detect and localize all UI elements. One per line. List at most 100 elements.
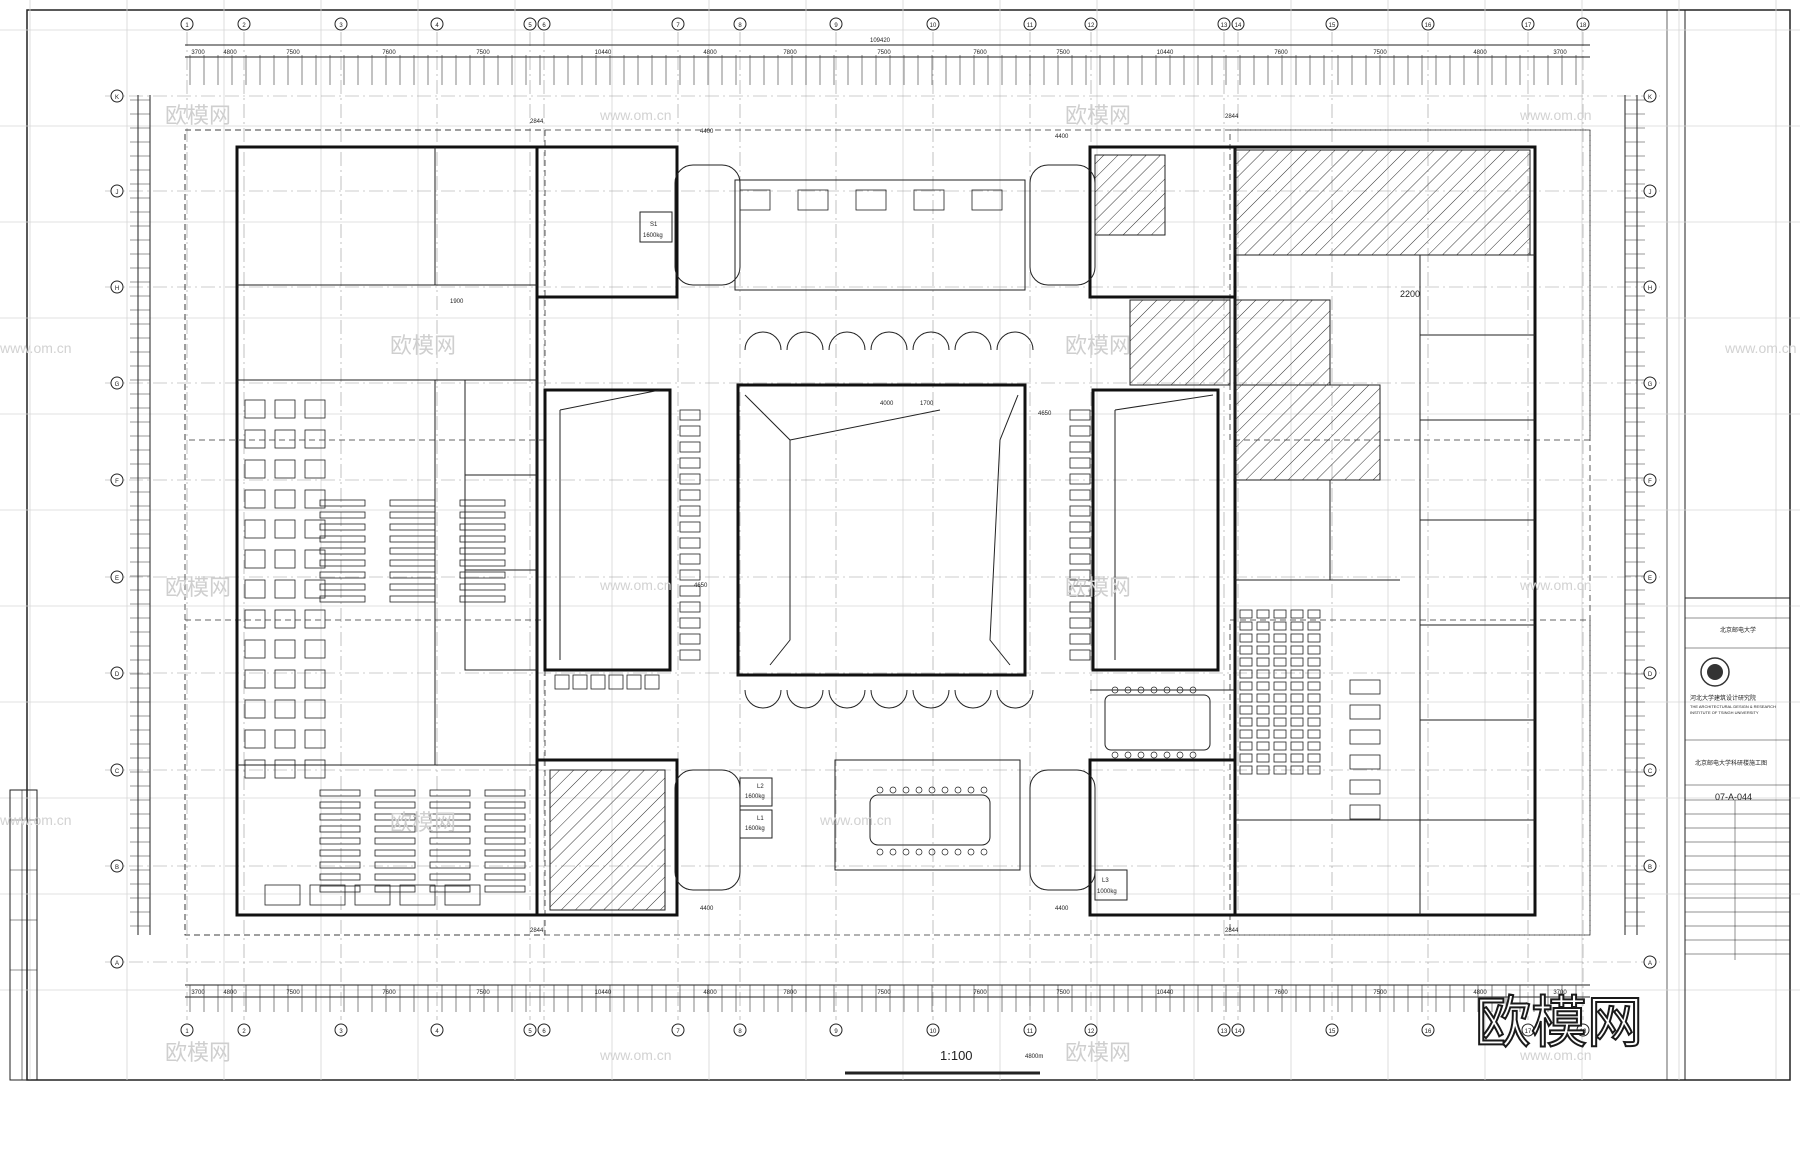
dim-label: 7800 xyxy=(783,990,797,996)
axis-bubble-17: 17 xyxy=(1521,17,1535,31)
dim-2844-d: 2844 xyxy=(1225,928,1239,934)
watermark-url-6: www.om.cn xyxy=(1519,577,1592,593)
dim-label: 10440 xyxy=(1157,990,1174,996)
axis-bubble-C: C xyxy=(1643,763,1657,777)
dim-label: 7500 xyxy=(1373,50,1387,56)
axis-bubble-5: 5 xyxy=(523,17,537,31)
dim-label: 7500 xyxy=(286,990,300,996)
svg-text:F: F xyxy=(1648,479,1652,485)
designer-en: THE ARCHITECTURAL DESIGN & RESEARCH xyxy=(1690,704,1776,709)
axis-bubble-F: F xyxy=(1643,473,1657,487)
dim-label: 7800 xyxy=(783,50,797,56)
axis-bubble-E: E xyxy=(1643,570,1657,584)
svg-text:E: E xyxy=(1648,576,1652,582)
svg-text:K: K xyxy=(115,95,119,101)
axis-bubble-8: 8 xyxy=(733,1023,747,1037)
watermark-brand-2: 欧模网 xyxy=(1065,104,1131,129)
dim-4400-c: 4400 xyxy=(700,906,714,912)
dim-label: 7500 xyxy=(877,990,891,996)
designer-cn: 河北大学建筑设计研究院 xyxy=(1690,694,1756,702)
dim-2844-c: 2844 xyxy=(530,928,544,934)
axis-bubble-A: A xyxy=(110,955,124,969)
axis-bubble-1: 1 xyxy=(180,17,194,31)
svg-text:18: 18 xyxy=(1580,23,1587,29)
axis-bubble-4: 4 xyxy=(430,17,444,31)
watermark-url-4: www.om.cn xyxy=(1724,340,1797,356)
watermark-brand-9: 欧模网 xyxy=(1065,1041,1131,1066)
watermark-url-1: www.om.cn xyxy=(599,107,672,123)
dim-label: 7600 xyxy=(382,50,396,56)
axis-bubble-5: 5 xyxy=(523,1023,537,1037)
dim-label: 7600 xyxy=(973,50,987,56)
axis-bubble-3: 3 xyxy=(334,1023,348,1037)
svg-text:J: J xyxy=(1649,190,1652,196)
axis-bubble-J: J xyxy=(110,184,124,198)
axis-bubble-B: B xyxy=(1643,859,1657,873)
svg-text:1: 1 xyxy=(185,23,189,29)
dim-label: 10440 xyxy=(595,990,612,996)
seal-icon xyxy=(1700,657,1730,687)
axis-bubble-12: 12 xyxy=(1084,1023,1098,1037)
svg-text:11: 11 xyxy=(1027,1029,1034,1035)
dim-1700: 1700 xyxy=(920,401,934,407)
sheet-border xyxy=(26,9,1791,1081)
dim-label: 3700 xyxy=(191,990,205,996)
axis-bubble-10: 10 xyxy=(926,17,940,31)
svg-text:9: 9 xyxy=(834,23,838,29)
svg-text:C: C xyxy=(115,769,120,775)
svg-text:K: K xyxy=(1648,95,1652,101)
watermark-url-3: www.om.cn xyxy=(0,340,72,356)
svg-text:12: 12 xyxy=(1088,23,1095,29)
lift-s1-cap: 1600kg xyxy=(643,233,663,239)
watermark-url-7: www.om.cn xyxy=(0,812,72,828)
title-block: 北京邮电大学 河北大学建筑设计研究院 THE ARCHITECTURAL DES… xyxy=(1684,597,1791,1081)
svg-text:11: 11 xyxy=(1027,23,1034,29)
svg-text:G: G xyxy=(1648,382,1653,388)
axis-bubble-6: 6 xyxy=(537,17,551,31)
axis-bubble-7: 7 xyxy=(671,17,685,31)
building-walls xyxy=(235,145,1537,917)
svg-text:D: D xyxy=(1648,672,1653,678)
dim-label: 3700 xyxy=(1553,50,1567,56)
svg-text:4: 4 xyxy=(435,23,439,29)
svg-text:13: 13 xyxy=(1221,1029,1228,1035)
north-note: 4800m xyxy=(1025,1054,1043,1060)
svg-text:J: J xyxy=(116,190,119,196)
svg-text:7: 7 xyxy=(676,23,680,29)
dim-label: 4800 xyxy=(223,990,237,996)
svg-text:C: C xyxy=(1648,769,1653,775)
watermark-brand-6: 欧模网 xyxy=(1065,576,1131,601)
axis-bubble-15: 15 xyxy=(1325,17,1339,31)
axis-bubble-13: 13 xyxy=(1217,17,1231,31)
dim-4650-left: 4650 xyxy=(694,583,708,589)
svg-text:2: 2 xyxy=(242,23,246,29)
lifts: S1 1600kg L2 1600kg L1 1600kg L3 1000kg xyxy=(639,211,1128,901)
axis-bubble-16: 16 xyxy=(1421,1023,1435,1037)
dim-label: 7500 xyxy=(476,50,490,56)
axis-bubble-11: 11 xyxy=(1023,17,1037,31)
axis-bubble-1: 1 xyxy=(180,1023,194,1037)
axis-bubble-18: 18 xyxy=(1576,1023,1590,1037)
dim-label: 7600 xyxy=(1274,50,1288,56)
lift-l2-cap: 1600kg xyxy=(745,794,765,800)
lift-l1-id: L1 xyxy=(757,816,764,822)
watermark-url-10: www.om.cn xyxy=(1519,1047,1592,1063)
axis-bubble-C: C xyxy=(110,763,124,777)
svg-text:5: 5 xyxy=(528,1029,532,1035)
svg-text:B: B xyxy=(115,865,119,871)
watermark-brand-1: 欧模网 xyxy=(165,104,231,129)
axis-bubble-14: 14 xyxy=(1231,17,1245,31)
axis-bubble-G: G xyxy=(1643,376,1657,390)
axis-bubble-D: D xyxy=(110,666,124,680)
svg-text:A: A xyxy=(1648,961,1652,967)
svg-text:8: 8 xyxy=(738,1029,742,1035)
dim-2844-a: 2844 xyxy=(530,119,544,125)
svg-text:E: E xyxy=(115,576,119,582)
axis-bubble-6: 6 xyxy=(537,1023,551,1037)
dim-label: 4800 xyxy=(1473,990,1487,996)
dim-label: 10440 xyxy=(1157,50,1174,56)
dim-4400-b: 4400 xyxy=(1055,134,1069,140)
svg-text:15: 15 xyxy=(1329,23,1336,29)
watermark-brand-7: 欧模网 xyxy=(390,811,456,836)
dim-2844-b: 2844 xyxy=(1225,114,1239,120)
